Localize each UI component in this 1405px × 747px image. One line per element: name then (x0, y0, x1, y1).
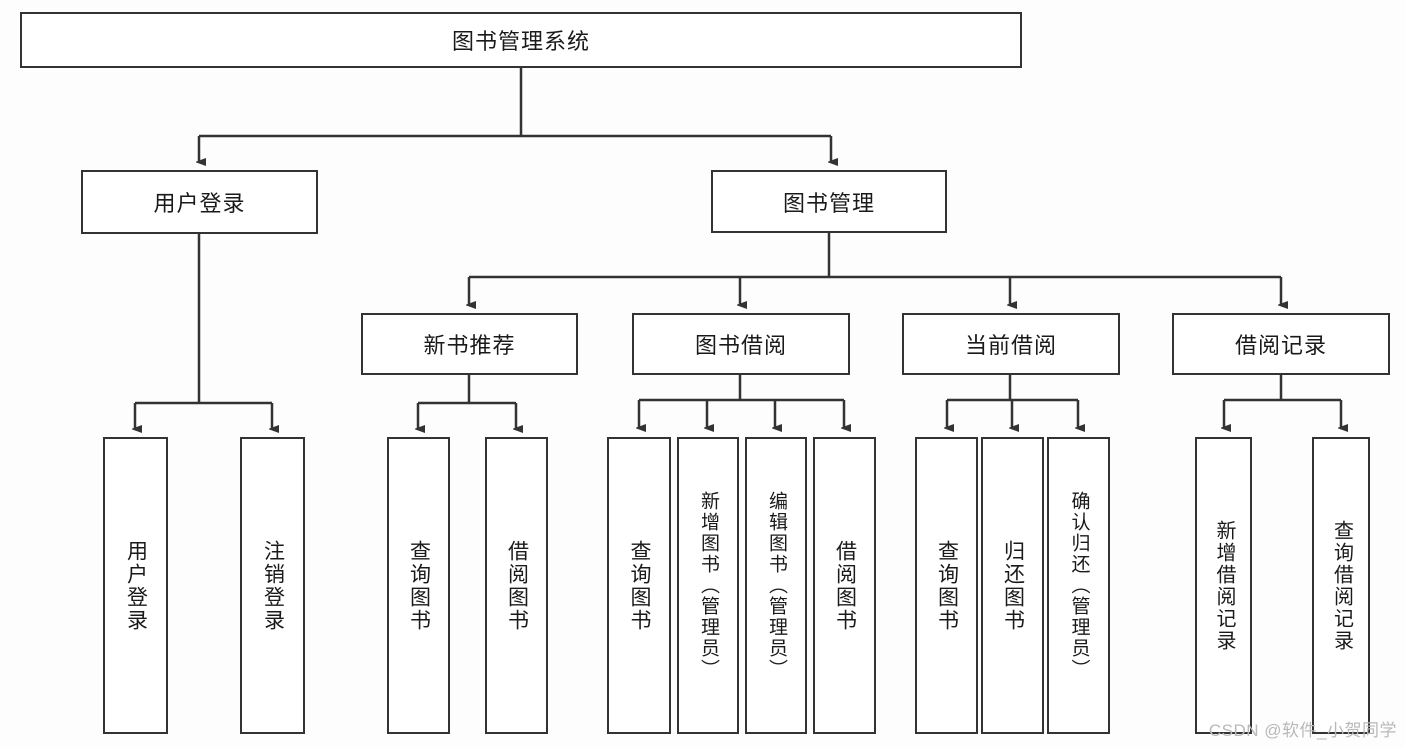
node-leaf-query-book-current[interactable]: 查询图书 (915, 437, 978, 734)
node-book-borrow[interactable]: 图书借阅 (632, 313, 850, 375)
node-leaf-confirm-return[interactable]: 确认归还（管理员） (1047, 437, 1110, 734)
node-label: 注销登录 (261, 539, 285, 632)
node-label: 新增图书（管理员） (697, 491, 719, 680)
csdn-watermark: CSDN @软件_小贺同学 (1208, 721, 1397, 740)
node-root-book-management-system[interactable]: 图书管理系统 (20, 12, 1022, 68)
node-leaf-query-book-recommend[interactable]: 查询图书 (387, 437, 450, 734)
node-leaf-borrow-book-recommend[interactable]: 借阅图书 (485, 437, 548, 734)
node-leaf-user-login[interactable]: 用户登录 (103, 437, 168, 734)
node-leaf-borrow-book[interactable]: 借阅图书 (813, 437, 876, 734)
node-label: 用户登录 (124, 539, 148, 632)
node-leaf-user-logout[interactable]: 注销登录 (240, 437, 305, 734)
node-label: 借阅图书 (833, 539, 857, 632)
node-current-borrow[interactable]: 当前借阅 (902, 313, 1120, 375)
node-label: 查询图书 (407, 539, 431, 632)
node-user-login[interactable]: 用户登录 (81, 170, 318, 234)
node-label: 借阅图书 (505, 539, 529, 632)
node-label: 用户登录 (153, 191, 246, 216)
node-label: 图书管理 (782, 190, 875, 216)
node-book-management[interactable]: 图书管理 (711, 170, 947, 233)
node-label: 图书借阅 (694, 333, 787, 358)
node-leaf-add-book[interactable]: 新增图书（管理员） (677, 437, 739, 734)
node-label: 查询借阅记录 (1330, 519, 1353, 652)
node-label: 新增借阅记录 (1213, 519, 1235, 652)
node-label: 查询图书 (935, 539, 959, 632)
node-leaf-return-book[interactable]: 归还图书 (981, 437, 1044, 734)
node-label: 确认归还（管理员） (1068, 491, 1090, 680)
node-leaf-query-book-borrow[interactable]: 查询图书 (607, 437, 671, 734)
node-borrow-record[interactable]: 借阅记录 (1172, 313, 1390, 375)
node-new-book-recommend[interactable]: 新书推荐 (361, 313, 578, 375)
node-leaf-query-borrow-record[interactable]: 查询借阅记录 (1312, 437, 1370, 734)
node-label: 归还图书 (1001, 539, 1025, 632)
node-leaf-edit-book[interactable]: 编辑图书（管理员） (745, 437, 807, 734)
node-leaf-add-borrow-record[interactable]: 新增借阅记录 (1195, 437, 1252, 734)
node-label: 图书管理系统 (451, 29, 590, 54)
node-label: 查询图书 (628, 539, 652, 632)
node-label: 新书推荐 (423, 333, 516, 358)
node-label: 编辑图书（管理员） (765, 491, 787, 680)
node-label: 当前借阅 (964, 333, 1057, 358)
node-label: 借阅记录 (1234, 333, 1327, 358)
